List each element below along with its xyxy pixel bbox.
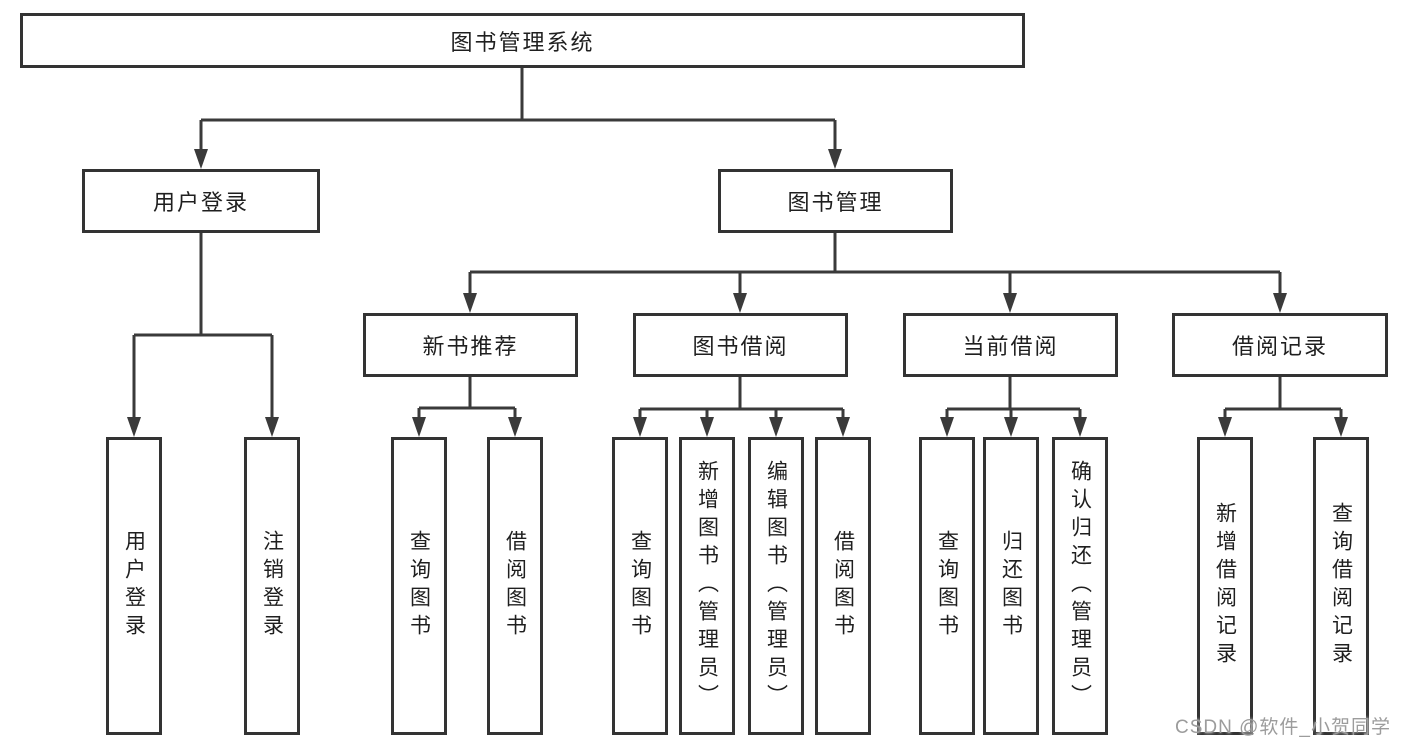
node-label: 查询图书 bbox=[407, 530, 431, 642]
leaf-borrow-books: 借阅图书 bbox=[815, 437, 871, 735]
node-label: 查询图书 bbox=[935, 530, 959, 642]
node-label: 查询借阅记录 bbox=[1329, 502, 1353, 670]
node-system-root: 图书管理系统 bbox=[20, 13, 1025, 68]
leaf-logout-login: 注销登录 bbox=[244, 437, 300, 735]
node-label: 借阅记录 bbox=[1231, 334, 1328, 359]
node-label: 确认归还（管理员） bbox=[1068, 460, 1092, 712]
node-label: 借阅图书 bbox=[503, 530, 527, 642]
node-label: 借阅图书 bbox=[831, 530, 855, 642]
leaf-return-books: 归还图书 bbox=[983, 437, 1039, 735]
leaf-edit-books-admin: 编辑图书（管理员） bbox=[748, 437, 804, 735]
leaf-confirm-return-admin: 确认归还（管理员） bbox=[1052, 437, 1108, 735]
leaf-add-borrow-record: 新增借阅记录 bbox=[1197, 437, 1253, 735]
node-label: 用户登录 bbox=[152, 190, 249, 215]
leaf-query-books: 查询图书 bbox=[919, 437, 975, 735]
node-current-borrowing: 当前借阅 bbox=[903, 313, 1118, 377]
node-borrowing-records: 借阅记录 bbox=[1172, 313, 1388, 377]
node-label: 新增图书（管理员） bbox=[695, 460, 719, 712]
node-label: 注销登录 bbox=[260, 530, 284, 642]
node-label: 新增借阅记录 bbox=[1213, 502, 1237, 670]
node-user-login: 用户登录 bbox=[82, 169, 320, 233]
node-new-book-recommend: 新书推荐 bbox=[363, 313, 578, 377]
node-book-borrowing: 图书借阅 bbox=[633, 313, 848, 377]
node-book-management: 图书管理 bbox=[718, 169, 953, 233]
leaf-query-borrow-record: 查询借阅记录 bbox=[1313, 437, 1369, 735]
node-label: 归还图书 bbox=[999, 530, 1023, 642]
node-label: 用户登录 bbox=[122, 530, 146, 642]
node-label: 当前借阅 bbox=[962, 334, 1059, 359]
node-label: 图书管理系统 bbox=[450, 29, 595, 55]
leaf-user-login: 用户登录 bbox=[106, 437, 162, 735]
node-label: 图书借阅 bbox=[692, 334, 789, 359]
leaf-borrow-books: 借阅图书 bbox=[487, 437, 543, 735]
node-label: 图书管理 bbox=[787, 190, 884, 215]
node-label: 编辑图书（管理员） bbox=[764, 460, 788, 712]
node-label: 查询图书 bbox=[628, 530, 652, 642]
leaf-query-books: 查询图书 bbox=[612, 437, 668, 735]
leaf-add-books-admin: 新增图书（管理员） bbox=[679, 437, 735, 735]
csdn-watermark: CSDN @软件_小贺同学 bbox=[1175, 717, 1391, 738]
leaf-query-books: 查询图书 bbox=[391, 437, 447, 735]
node-label: 新书推荐 bbox=[422, 334, 519, 359]
